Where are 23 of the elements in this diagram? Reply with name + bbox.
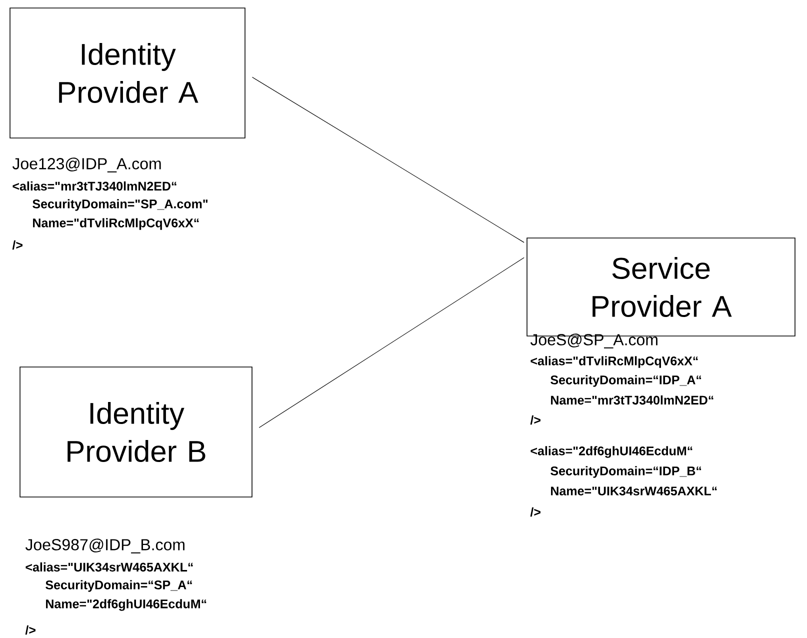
code-text: />: [530, 415, 540, 425]
code-text: />: [530, 507, 540, 517]
code-text: SecurityDomain=“SP_A“: [46, 580, 192, 592]
connector-line: [258, 257, 524, 428]
code-text: SecurityDomain=“IDP_A“: [550, 375, 702, 387]
code-text: />: [12, 240, 22, 250]
process-box: Identity Provider B: [20, 366, 252, 498]
email-text: JoeS@SP_A.com: [530, 334, 658, 348]
code-text: SecurityDomain="SP_A.com": [32, 199, 208, 211]
code-text: Name="2df6ghUI46EcduM“: [46, 599, 206, 611]
code-text: Name="mr3tTJ340lmN2ED“: [551, 395, 714, 405]
code-text: Name="UIK34srW465AXKL“: [551, 486, 717, 496]
code-text: <alias="2df6ghUI46EcduM“: [530, 446, 692, 458]
email-text: Joe123@IDP_A.com: [12, 158, 161, 172]
code-text: <alias="UIK34srW465AXKL“: [26, 562, 193, 572]
code-text: Name="dTvliRcMlpCqV6xX“: [33, 218, 199, 230]
process-box: Identity Provider A: [10, 8, 246, 138]
email-text: JoeS987@IDP_B.com: [25, 538, 184, 554]
code-text: SecurityDomain=“IDP_B“: [550, 466, 702, 478]
code-text: <alias="dTvliRcMlpCqV6xX“: [530, 356, 698, 368]
code-text: />: [25, 625, 36, 635]
code-text: <alias="mr3tTJ340lmN2ED“: [12, 181, 176, 191]
connector-line: [252, 76, 524, 243]
